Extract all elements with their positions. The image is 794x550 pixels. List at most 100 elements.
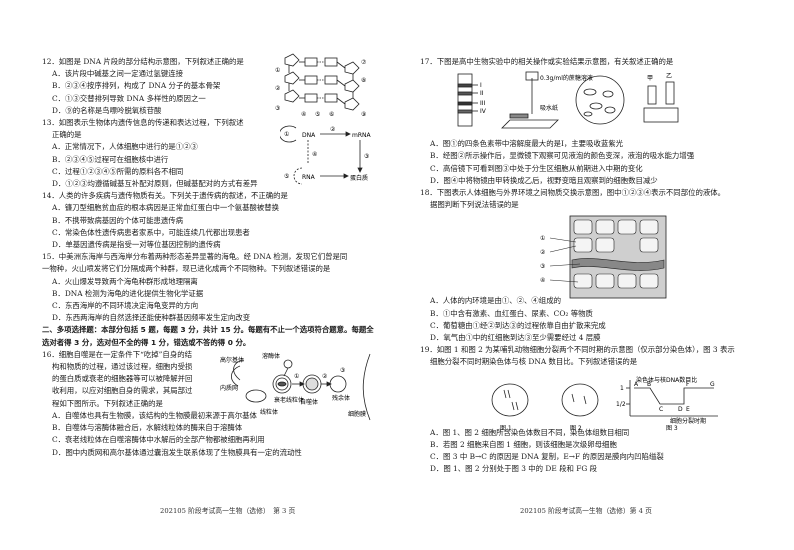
q17-option-c: C．高倍镜下可看到图③中处于分生区细胞从前期进入中期的变化 — [430, 163, 643, 173]
dogma-step-2: ② — [330, 126, 336, 133]
central-dogma-figure: DNA mRNA RNA 蛋白质 ① ② ③ ④ ⑤ — [280, 125, 372, 185]
dna-label-8: ⑧ — [361, 77, 366, 84]
objective-jia: 甲 — [647, 75, 653, 82]
q17-stem: 17．下图是高中生物实验中的相关操作或实验结果示意图，有关叙述正确的是 — [420, 57, 674, 66]
dogma-rna: RNA — [302, 174, 316, 181]
q19-option-b: B．若图 2 细胞来自图 1 细胞，则该细胞是次级卵母细胞 — [430, 439, 617, 449]
q16-option-b: B．自噬体与溶酶体融合后，水解线粒体的酶来自于溶酶体 — [52, 423, 243, 433]
q16-option-d: D．图中内质网和高尔基体通过囊泡发生联系体现了生物膜具有一定的流动性 — [52, 447, 302, 457]
dogma-step-4: ④ — [312, 151, 317, 158]
fig3-xlabel: 细胞分裂时期 — [670, 417, 706, 425]
q14-option-b: B．不携带致病基因的个体可能患遗传病 — [52, 215, 184, 225]
q14-stem: 14．人类的许多疾病与遗传物质有关。下列关于遗传病的叙述，不正确的是 — [42, 191, 288, 201]
band-i: I — [480, 82, 482, 89]
q16-option-a: A．自噬体也具有生物膜，该结构的生物膜最初来源于高尔基体 — [52, 410, 257, 420]
q13-option-a: A．正常情况下，人体细胞中进行的是①②③ — [52, 142, 198, 152]
dogma-step-3: ③ — [364, 153, 369, 160]
objective-yi: 乙 — [666, 73, 672, 80]
dogma-protein: 蛋白质 — [350, 174, 368, 182]
q15-option-b: B．DNA 检测为海龟的进化提供生物化学证据 — [52, 288, 204, 298]
q14-option-d: D．单基因遗传病是指受一对等位基因控制的遗传病 — [52, 240, 221, 250]
dogma-mrna: mRNA — [352, 132, 372, 139]
dna-label-4: ④ — [301, 111, 306, 118]
dna-label-3: ③ — [275, 105, 280, 112]
q16-stem-line5: 程如下图所示。下列叙述正确的是 — [52, 398, 163, 408]
sucrose-label: 0.3g/ml的蔗糖溶液 — [540, 74, 593, 82]
tissue-label-1: ① — [540, 235, 545, 242]
q18-stem-line1: 18．下图表示人体细胞与外界环境之间物质交换示意图，图中①②③④表示不同部位的液… — [420, 188, 726, 198]
autophagy-vesicle: 衰老线粒体 — [274, 396, 304, 404]
q17-option-b: B．经图②所示操作后，显微镜下观察可见液泡的颜色变深，液泡的吸水能力增强 — [430, 151, 695, 161]
band-iii: III — [480, 100, 486, 107]
q19-stem-line2: 细胞分裂不同时期染色体与核 DNA 数目比。下列叙述错误的是 — [430, 357, 638, 367]
q16-stem-line1: 16．细胞自噬是在一定条件下“吃掉”自身的结 — [42, 349, 192, 359]
autophagy-figure: 溶酶体 高尔基体 内质网 线粒体 衰老线粒体 自噬体 残余体 细胞膜 ① ② ③ — [220, 352, 371, 421]
dna-label-5: ⑤ — [315, 111, 320, 118]
q15-option-d: D．东西两海岸的自然选择还能使种群基因频率发生定向改变 — [52, 313, 251, 323]
dna-label-6: ⑥ — [329, 111, 334, 118]
fig3-pt-e: E — [686, 406, 690, 413]
fig2-caption: 图 2 — [570, 425, 582, 432]
dna-label-2: ② — [275, 85, 281, 92]
q19-option-d: D．图 1、图 2 分别处于图 3 中的 DE 段和 FG 段 — [430, 464, 597, 474]
internal-environment-figure: ① ② ③ ④ — [540, 215, 667, 299]
q18-stem-line2: 据图判断下列说法错误的是 — [430, 200, 519, 210]
q13-stem-line2: 正确的是 — [52, 130, 82, 140]
q16-stem-line4: 收利用，以应对细胞自身的需求，其局部过 — [52, 386, 193, 396]
q19-stem-line1: 19．如图 1 和图 2 为某哺乳动物细胞分裂两个不同时期的示意图（仅示部分染色… — [420, 345, 735, 355]
footer-page-3: 202105 阶段考试高一生物（选修） 第 3 页 — [160, 507, 296, 515]
band-iv: IV — [480, 108, 487, 115]
autophagy-mito: 线粒体 — [260, 408, 278, 416]
q15-option-a: A．火山爆发导致两个海龟种群形成地理隔离 — [52, 276, 198, 286]
fig3-ytick-1: 1 — [620, 385, 624, 392]
q15-option-c: C．东西海岸的不同环境决定海龟变异的方向 — [52, 301, 199, 311]
q17-option-a: A．图①的四条色素带中溶解度最大的是Ⅰ，主要吸收蓝紫光 — [430, 139, 624, 149]
dna-label-7: ⑦ — [361, 59, 367, 66]
tissue-label-4: ④ — [540, 277, 545, 284]
dna-structure-figure: ① ② ③ ④ ⑤ ⑥ ⑦ ⑧ ⑨ — [275, 53, 367, 118]
tissue-label-3: ③ — [540, 263, 545, 270]
q14-option-a: A．镰刀型细胞贫血症的根本病因是正常血红蛋白中一个氨基酸被替换 — [52, 203, 280, 213]
q15-stem-line2: 一物种，火山喷发将它们分隔成两个种群，现已进化成两个不同物种。下列叙述错误的是 — [42, 264, 331, 274]
fig3-pt-b: B — [647, 381, 651, 388]
autophagy-step-2: ② — [322, 373, 328, 380]
footer-page-4: 202105 阶段考试高一生物（选修）第 4 页 — [520, 507, 652, 515]
cell-division-figures: 图 1 图 2 图 3 染色体与核DNA数目比 细胞分裂时期 1 1/2 A B… — [491, 376, 718, 432]
dna-label-9: ⑨ — [361, 111, 366, 118]
q13-stem-line1: 13．如图表示生物体内遗传信息的传递和表达过程，下列叙述 — [42, 118, 244, 128]
q18-option-c: C．葡萄糖由①经②到达③的过程依靠自由扩散来完成 — [430, 320, 606, 330]
tissue-label-2: ② — [540, 249, 546, 256]
q12-option-b: B．②③④按序排列，构成了 DNA 分子的基本骨架 — [52, 81, 221, 91]
fig3-pt-d: D — [678, 406, 683, 413]
q17-option-d: D．图④中将物镜由甲转换成乙后，视野变暗且观察到的细胞数目减少 — [430, 175, 658, 185]
q12-option-a: A．该片段中碱基之间一定通过氢键连接 — [52, 69, 183, 79]
section2-heading-line2: 选对者得 3 分，选对但不全的得 1 分，错选或不答的得 0 分。 — [42, 337, 251, 347]
fig3-pt-g: G — [710, 381, 715, 388]
q16-option-c: C．衰老线粒体在自噬溶酶体中水解后的全部产物都被细胞再利用 — [52, 435, 265, 445]
fig3-pt-f: F — [686, 381, 690, 388]
q13-option-c: C．过程①②③④⑤所需的原料各不相同 — [52, 166, 184, 176]
fig3-ylabel: 染色体与核DNA数目比 — [636, 376, 697, 384]
autophagy-step-3: ③ — [340, 367, 345, 374]
section2-heading-line1: 二、多项选择题：本部分包括 5 题，每题 3 分，共计 15 分。每题有不止一个… — [42, 325, 374, 335]
dogma-step-5: ⑤ — [284, 173, 289, 180]
blotting-paper-label: 吸水纸 — [540, 104, 558, 112]
q16-stem-line2: 构和物质的过程，通过该过程，细胞内受损 — [52, 362, 193, 372]
dna-label-1: ① — [275, 67, 280, 74]
q13-option-b: B．②③④⑤过程可在细胞核中进行 — [52, 154, 169, 164]
q15-stem-line1: 15．中美洲东海岸与西海岸分布着两种形态差异显著的海龟。经 DNA 检测，发现它… — [42, 252, 348, 262]
q14-option-c: C．常染色体性遗传病患者家系中，可能连续几代都出现患者 — [52, 227, 250, 237]
autophagy-step-1: ① — [294, 373, 299, 380]
left-column: 12．如图是 DNA 片段的部分结构示意图，下列叙述正确的是 A．该片段中碱基之… — [42, 56, 384, 459]
fig1-caption: 图 1 — [500, 425, 512, 432]
dogma-dna: DNA — [302, 132, 316, 139]
fig3-pt-a: A — [634, 381, 639, 388]
q19-option-a: A．图 1、图 2 细胞所含染色体数目不同，染色体组数目相同 — [430, 427, 630, 437]
q12-stem: 12．如图是 DNA 片段的部分结构示意图，下列叙述正确的是 — [42, 57, 244, 66]
autophagy-autophagosome: 自噬体 — [300, 398, 318, 406]
q12-option-c: C．①③交替排列导致 DNA 多样性的原因之一 — [52, 93, 206, 103]
fig3-ytick-half: 1/2 — [616, 401, 626, 408]
right-column: 17．下图是高中生物实验中的相关操作或实验结果示意图，有关叙述正确的是 A．图①… — [420, 56, 770, 475]
q13-option-d: D．①②③均遵循碱基互补配对原则，但碱基配对的方式有差异 — [52, 179, 258, 189]
